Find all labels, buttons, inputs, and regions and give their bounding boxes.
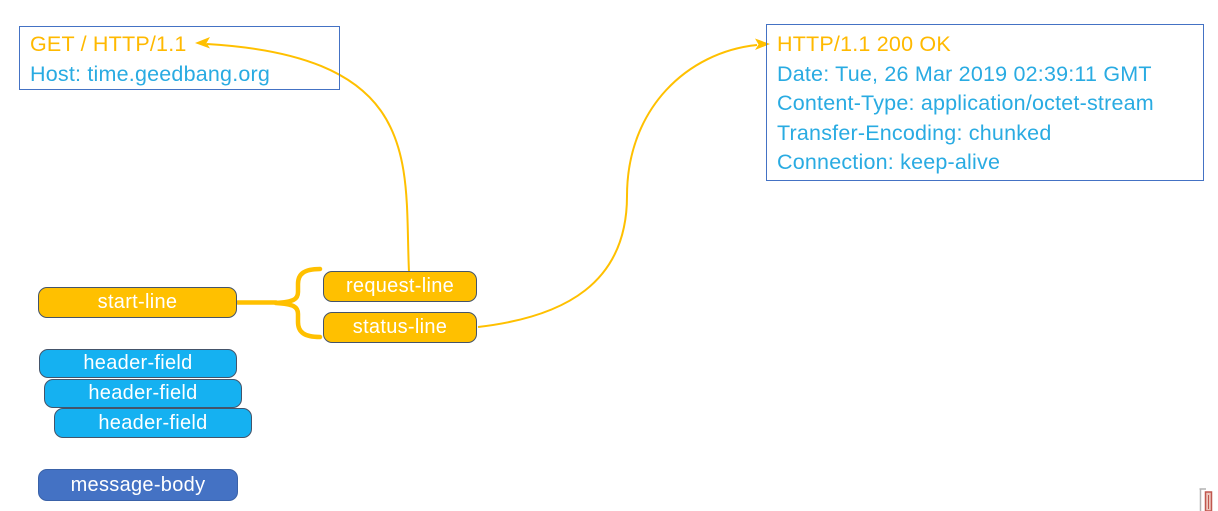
- request-line-text: GET / HTTP/1.1: [30, 32, 187, 56]
- response-header-text: Date: Tue, 26 Mar 2019 02:39:11 GMT: [777, 61, 1152, 86]
- corner-artifact: [1199, 488, 1213, 511]
- response-header-text: Content-Type: application/octet-stream: [777, 91, 1154, 115]
- message-body-node: message-body: [38, 469, 238, 501]
- start-line-node: start-line: [38, 287, 237, 318]
- curly-brace: [235, 266, 323, 340]
- header-field-node: header-field: [39, 349, 237, 378]
- status-line-node: status-line: [323, 312, 477, 343]
- host-header-text: Host: time.geedbang.org: [30, 61, 271, 86]
- response-status-text: HTTP/1.1 200 OK: [777, 32, 951, 56]
- header-field-node: header-field: [44, 379, 242, 408]
- response-header-text: Transfer-Encoding: chunked: [777, 120, 1052, 145]
- header-field-node: header-field: [54, 408, 252, 438]
- response-header-text: Connection: keep-alive: [777, 150, 1001, 174]
- request-line-node: request-line: [323, 271, 477, 302]
- status-arrow: [477, 38, 770, 328]
- request-example-box: GET / HTTP/1.1 Host: time.geedbang.org: [19, 26, 340, 90]
- response-example-box: HTTP/1.1 200 OK Date: Tue, 26 Mar 2019 0…: [766, 24, 1204, 181]
